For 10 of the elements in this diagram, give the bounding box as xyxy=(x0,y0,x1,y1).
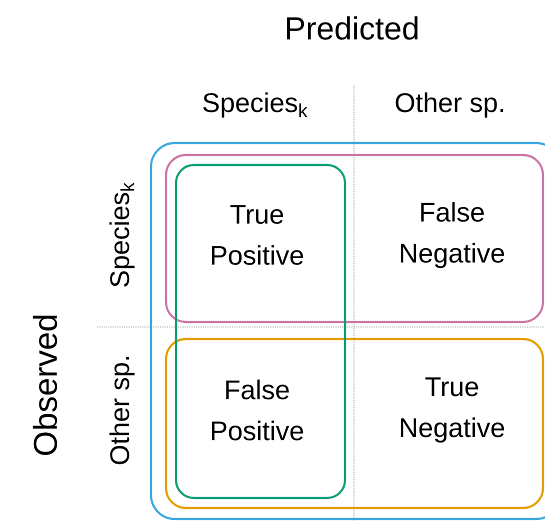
column-header: Species$_{k}$ xyxy=(203,92,308,118)
cell-text: True Negative xyxy=(400,377,504,443)
cell-text: True Positive xyxy=(212,205,304,265)
column-header: Other sp. xyxy=(396,92,504,118)
cell-text: False Positive xyxy=(212,380,304,440)
cell-text: False Negative xyxy=(400,202,504,268)
row-header: Species$_{k}$ xyxy=(109,182,135,287)
axis-title: Predicted xyxy=(287,16,418,40)
axis-title: Observed xyxy=(32,316,58,455)
row-header: Other sp. xyxy=(109,356,135,464)
